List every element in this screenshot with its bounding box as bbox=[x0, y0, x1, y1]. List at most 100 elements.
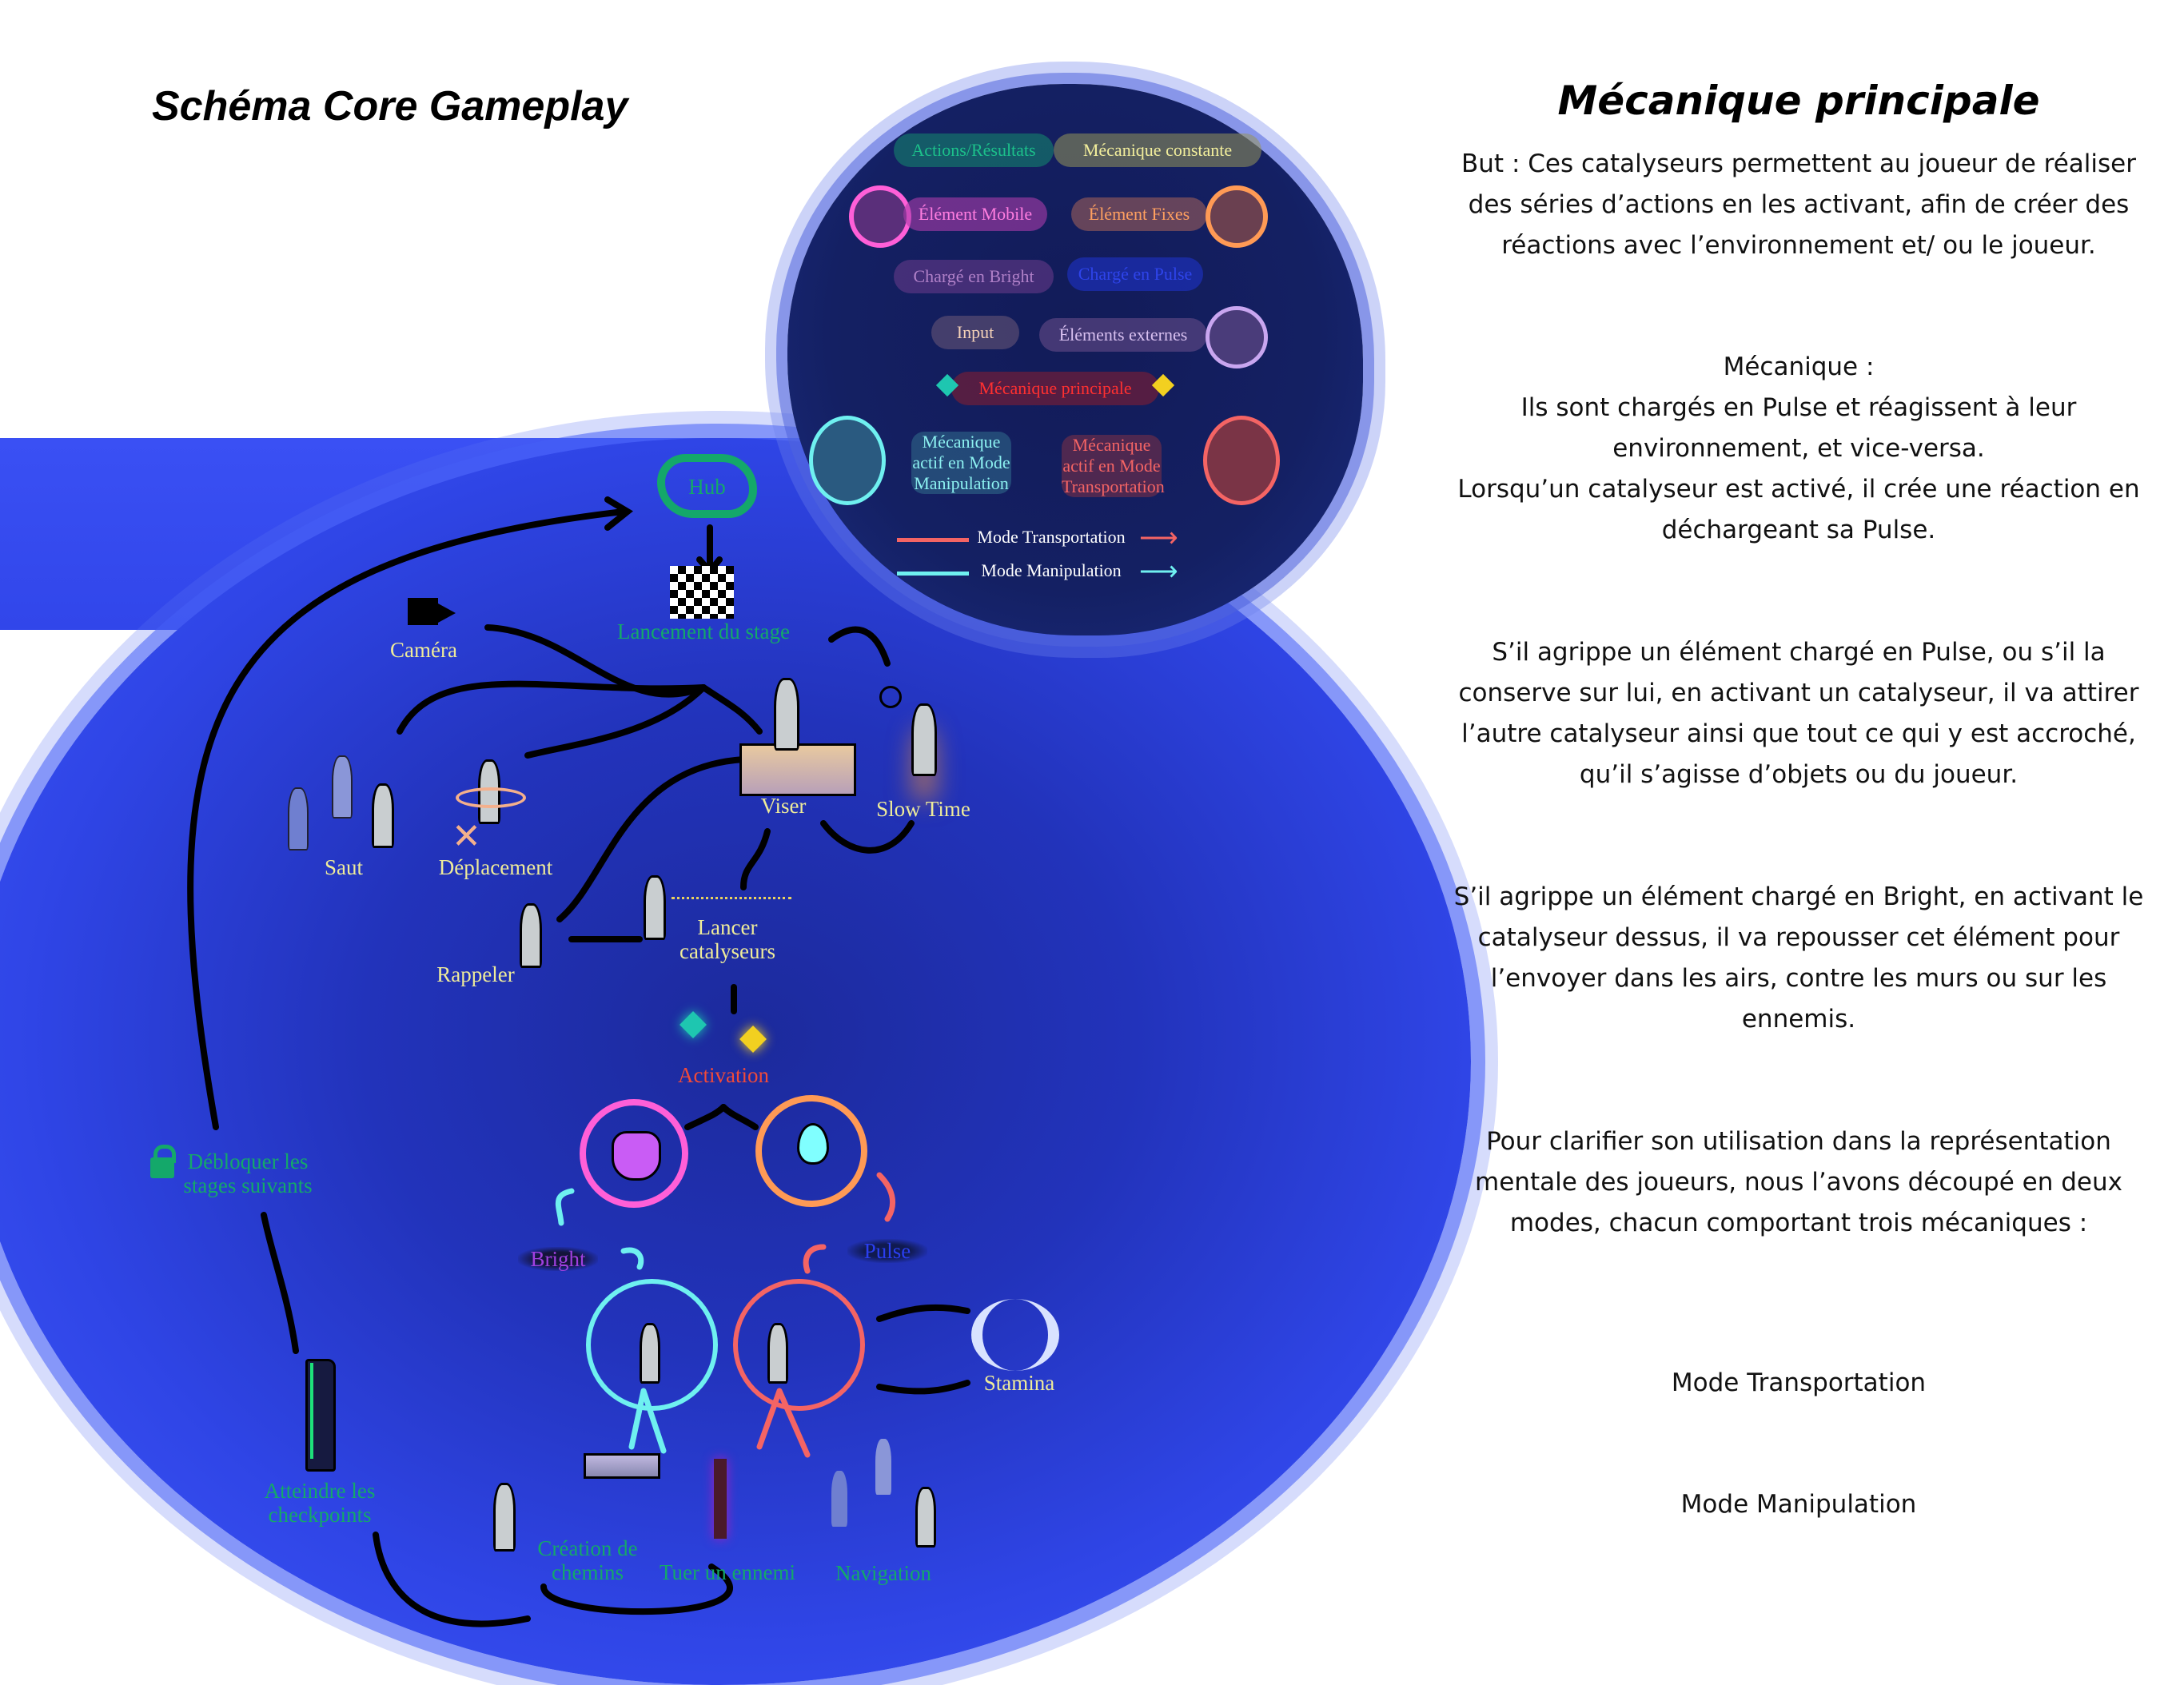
rotate-ring-icon bbox=[456, 787, 526, 808]
element-fixe-icon bbox=[1206, 185, 1268, 248]
arrow-to-viser bbox=[700, 684, 763, 735]
arrow-fixes-to-pulse bbox=[876, 1172, 896, 1222]
arrow-transport-to-stamina bbox=[876, 1380, 970, 1395]
legend-panel bbox=[787, 84, 1363, 635]
box-icon bbox=[739, 743, 856, 796]
label-navigation: Navigation bbox=[835, 1561, 931, 1585]
enemy-icon bbox=[714, 1459, 727, 1539]
label-camera: Caméra bbox=[390, 638, 457, 662]
camera-icon bbox=[408, 598, 438, 625]
elements-externes-icon bbox=[1206, 306, 1268, 368]
throw-trail-icon bbox=[672, 897, 791, 899]
character-path-icon bbox=[493, 1483, 516, 1552]
label-pulse: Pulse bbox=[847, 1239, 927, 1263]
arrow-viser-to-slowtime bbox=[828, 626, 891, 667]
mode-manipulation-icon bbox=[809, 416, 886, 505]
paragraph-bright: S’il agrippe un élément chargé en Bright… bbox=[1453, 882, 2144, 1034]
character-icon bbox=[774, 678, 799, 751]
label-slow-time: Slow Time bbox=[876, 797, 970, 821]
character-nav-1-icon bbox=[831, 1471, 847, 1527]
hub-icon bbox=[657, 454, 757, 518]
legend-element-mobile: Élément Mobile bbox=[903, 197, 1047, 231]
label-saut: Saut bbox=[324, 855, 363, 879]
label-rappeler: Rappeler bbox=[436, 962, 515, 986]
arrow-to-camera bbox=[484, 624, 707, 698]
paragraph-modes: Pour clarifier son utilisation dans la r… bbox=[1475, 1127, 2122, 1237]
character-nav-3-icon bbox=[915, 1487, 936, 1548]
diagram-arrows bbox=[187, 496, 970, 1627]
legend-arrow-manipulation-label: Mode Manipulation bbox=[981, 560, 1122, 580]
arrow-rappeler-to-viser bbox=[556, 756, 747, 922]
label-bright: Bright bbox=[518, 1247, 598, 1271]
legend-transportation-line bbox=[897, 538, 969, 542]
legend-elements-externes: Éléments externes bbox=[1039, 318, 1207, 352]
character-throw-icon bbox=[644, 875, 666, 940]
arrow-stamina-to-transport bbox=[876, 1304, 970, 1322]
arrow-viser-to-lancer bbox=[740, 828, 771, 890]
label-lancer: Lancer catalyseurs bbox=[680, 915, 775, 963]
arrow-pulse-to-transport bbox=[803, 1244, 827, 1274]
label-debloquer: Débloquer les stages suivants bbox=[183, 1149, 313, 1197]
arrow-to-deplacement bbox=[524, 684, 707, 759]
arrow-slowtime-to-viser bbox=[820, 820, 915, 854]
crystal-mobile-icon bbox=[612, 1131, 661, 1181]
label-checkpoints: Atteindre les checkpoints bbox=[264, 1479, 376, 1527]
arrow-bright-to-manipulation bbox=[620, 1247, 644, 1270]
label-activation: Activation bbox=[678, 1063, 769, 1087]
legend-actif-transportation: Mécanique actif en Mode Transportation bbox=[1062, 435, 1165, 497]
label-tuer: Tuer un ennemi bbox=[660, 1560, 795, 1584]
move-cross-arrows-icon: ✕ bbox=[452, 817, 481, 856]
arrow-checkpoints-to-debloquer bbox=[261, 1212, 299, 1354]
label-stamina: Stamina bbox=[983, 1371, 1055, 1395]
camera-lens-icon bbox=[438, 603, 456, 623]
transportation-ring bbox=[733, 1279, 865, 1411]
arrow-activation-to-fixes bbox=[720, 1104, 759, 1130]
label-deplacement: Déplacement bbox=[438, 855, 553, 879]
arrow-activation-to-mobile bbox=[684, 1104, 727, 1130]
legend-actif-manipulation: Mécanique actif en Mode Manipulation bbox=[911, 432, 1011, 494]
element-fixe-ring bbox=[755, 1095, 867, 1207]
character-manipulation-icon bbox=[640, 1323, 660, 1384]
mode-transportation-text: Mode Transportation bbox=[1671, 1368, 1927, 1397]
checkpoint-glow-icon bbox=[310, 1363, 313, 1459]
character-jump-1-icon bbox=[288, 787, 309, 850]
label-lancement: Lancement du stage bbox=[617, 619, 790, 643]
arrow-results-to-checkpoints bbox=[373, 1532, 531, 1627]
stamina-icon bbox=[971, 1299, 1059, 1371]
arrow-mobile-to-bright bbox=[555, 1188, 575, 1226]
checkered-flag-icon bbox=[670, 566, 734, 619]
diagram-background-circle bbox=[0, 438, 1471, 1685]
paragraph-pulse: S’il agrippe un élément chargé en Pulse,… bbox=[1458, 638, 2139, 789]
unlock-shackle-icon bbox=[153, 1145, 176, 1163]
legend-actions-resultats: Actions/Résultats bbox=[894, 133, 1054, 167]
section-title: Mécanique principale bbox=[1557, 78, 2040, 124]
paragraph-mecanique-2: Lorsqu’un catalyseur est activé, il crée… bbox=[1457, 475, 2140, 544]
character-jump-2-icon bbox=[332, 755, 353, 819]
character-nav-2-icon bbox=[875, 1439, 891, 1495]
legend-manipulation-line bbox=[897, 572, 969, 576]
legend-charge-bright: Chargé en Bright bbox=[894, 260, 1054, 293]
label-creation: Création de chemins bbox=[537, 1536, 638, 1584]
legend-mecanique-constante: Mécanique constante bbox=[1054, 133, 1261, 167]
stopwatch-icon bbox=[879, 686, 902, 708]
arrow-debloquer-to-hub bbox=[187, 508, 627, 1130]
character-transportation-icon bbox=[767, 1323, 788, 1384]
label-viser: Viser bbox=[760, 794, 807, 818]
legend-element-fixes: Élément Fixes bbox=[1071, 197, 1207, 231]
legend-charge-pulse: Chargé en Pulse bbox=[1067, 257, 1203, 291]
egg-fixe-icon bbox=[797, 1123, 829, 1165]
arrow-to-saut bbox=[397, 680, 707, 735]
manipulation-ring bbox=[586, 1279, 718, 1411]
character-slow-time-icon bbox=[911, 703, 937, 776]
mode-transportation-icon bbox=[1203, 416, 1280, 505]
mode-manipulation-text: Mode Manipulation bbox=[1680, 1490, 1917, 1519]
paragraph-mecanique-1: Ils sont chargés en Pulse et réagissent … bbox=[1520, 393, 2077, 463]
element-mobile-ring bbox=[580, 1099, 688, 1208]
paragraph-but: But : Ces catalyseurs permettent au joue… bbox=[1461, 149, 2136, 260]
legend-arrow-transportation-label: Mode Transportation bbox=[977, 527, 1126, 547]
character-recall-icon bbox=[520, 903, 542, 968]
legend-input: Input bbox=[931, 316, 1019, 349]
bracket-results bbox=[540, 1564, 733, 1615]
platform-icon bbox=[584, 1453, 660, 1479]
legend-mecanique-principale: Mécanique principale bbox=[951, 372, 1159, 405]
